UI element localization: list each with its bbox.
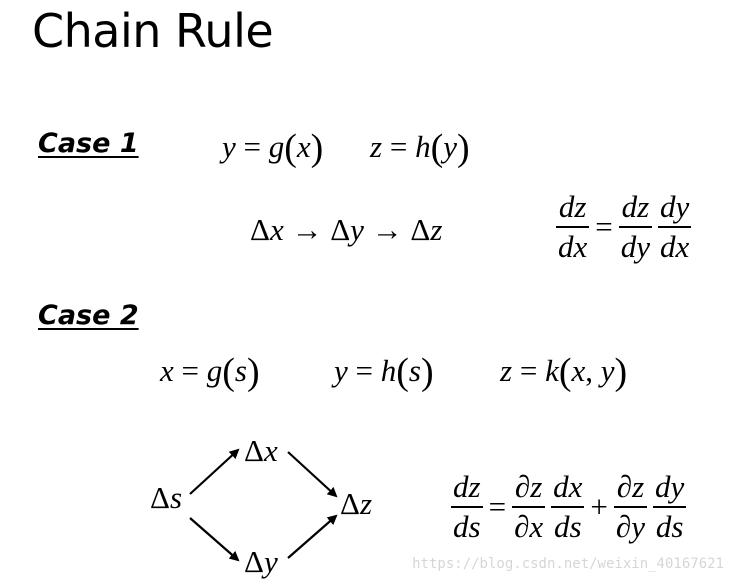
watermark: https://blog.csdn.net/weixin_40167621 bbox=[412, 556, 724, 572]
node-delta-s: Δs bbox=[150, 480, 183, 515]
node-delta-x: Δx bbox=[244, 433, 278, 468]
case1-y-equation: y = g(x) bbox=[222, 127, 324, 169]
case2-z-equation: z = k(x, y) bbox=[500, 351, 628, 393]
arrow-x-to-z bbox=[287, 451, 338, 498]
case1-z-equation: z = h(y) bbox=[370, 127, 470, 169]
node-delta-y: Δy bbox=[244, 544, 278, 579]
case2-label: Case 2 bbox=[38, 300, 139, 331]
case2-x-equation: x = g(s) bbox=[160, 351, 260, 393]
diagram-arrows bbox=[189, 448, 338, 562]
case2-y-equation: y = h(s) bbox=[334, 351, 434, 393]
arrow-y-to-z bbox=[287, 514, 338, 559]
case1-chain: Δx → Δy → Δz bbox=[250, 212, 443, 247]
node-delta-z: Δz bbox=[340, 486, 373, 521]
arrow-s-to-x bbox=[189, 448, 240, 495]
page-title: Chain Rule bbox=[32, 4, 274, 58]
arrow-s-to-y bbox=[189, 517, 240, 562]
case1-label: Case 1 bbox=[38, 128, 139, 159]
